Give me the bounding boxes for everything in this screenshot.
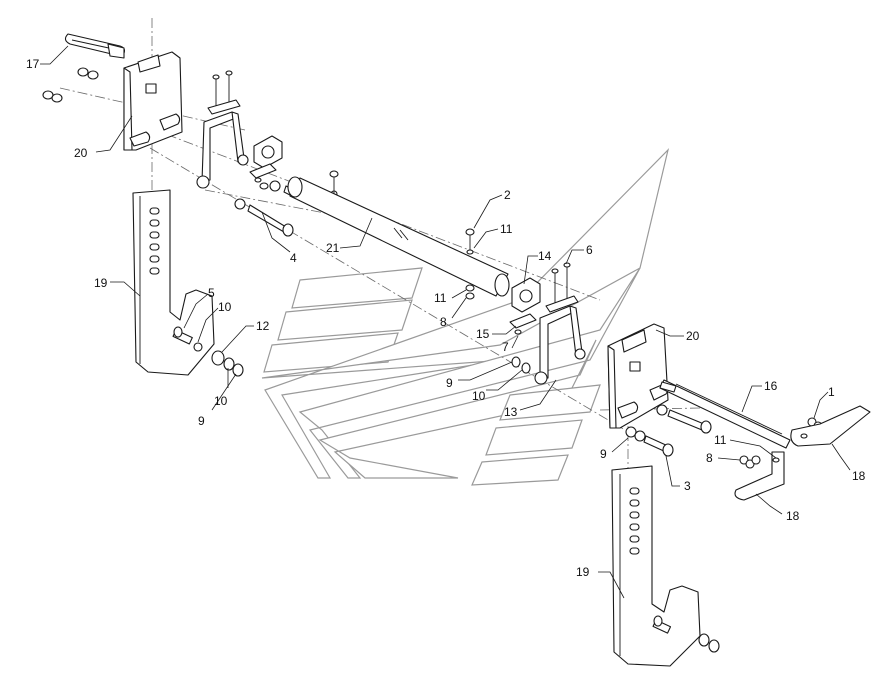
callout-14: 14: [538, 249, 552, 263]
callout-10-upper-left: 10: [218, 300, 232, 314]
callout-5: 5: [208, 286, 215, 300]
watermark-logo: [261, 148, 670, 486]
foot-right: [611, 465, 720, 667]
callout-10-middle: 10: [472, 389, 486, 403]
foot-left: [132, 189, 215, 376]
callout-8-middle: 8: [440, 315, 447, 329]
callout-labels: 17 20 19 5 10 12 10 9 4 21 2 11 11 8 14 …: [26, 57, 866, 579]
clamp-bracket-right: [509, 262, 586, 385]
callout-8-right: 8: [706, 451, 713, 465]
clamp-bracket-left: [196, 70, 249, 189]
tube-clamp-left: [249, 135, 283, 190]
bolt-3: [625, 426, 674, 457]
bracket-plate-left: [123, 51, 183, 151]
callout-9-left: 9: [198, 414, 205, 428]
callout-2: 2: [504, 188, 511, 202]
handle-rod-16: [659, 379, 791, 449]
tube-21: [287, 176, 510, 297]
leader-lines: [40, 45, 851, 599]
callout-16: 16: [764, 379, 778, 393]
callout-20-right: 20: [686, 329, 700, 343]
handle-18-lower: [734, 451, 785, 501]
callout-15: 15: [476, 327, 490, 341]
bushing-12: [211, 350, 244, 377]
callout-9-middle: 9: [446, 376, 453, 390]
tube-clamp-14: [511, 277, 541, 313]
callout-7: 7: [502, 340, 509, 354]
callout-11-right: 11: [714, 433, 727, 447]
callout-18-upper: 18: [852, 469, 866, 483]
callout-19-left: 19: [94, 276, 108, 290]
callout-3: 3: [684, 479, 691, 493]
handle-left: [64, 33, 126, 59]
callout-18-lower: 18: [786, 509, 800, 523]
callout-20-left: 20: [74, 146, 88, 160]
callout-13: 13: [504, 405, 518, 419]
callout-11-middle: 11: [434, 291, 447, 305]
bolt-2: [465, 228, 475, 300]
bracket-plate-right: [607, 323, 669, 429]
callout-6: 6: [586, 243, 593, 257]
callout-21: 21: [326, 241, 340, 255]
callout-10-lower-left: 10: [214, 394, 228, 408]
foot-right-slots: [629, 487, 640, 555]
nuts-left: [42, 67, 99, 103]
callout-19-right: 19: [576, 565, 590, 579]
callout-4: 4: [290, 251, 297, 265]
bolt-4: [234, 198, 294, 237]
foot-left-slots: [149, 207, 160, 275]
callout-9-right: 9: [600, 447, 607, 461]
bolt-5: [172, 326, 203, 352]
callout-11-upper: 11: [500, 222, 513, 236]
callout-17: 17: [26, 57, 40, 71]
callout-1: 1: [828, 385, 835, 399]
callout-12: 12: [256, 319, 270, 333]
bolt-right-upper: [656, 404, 712, 434]
handle-18-upper: [790, 405, 871, 447]
